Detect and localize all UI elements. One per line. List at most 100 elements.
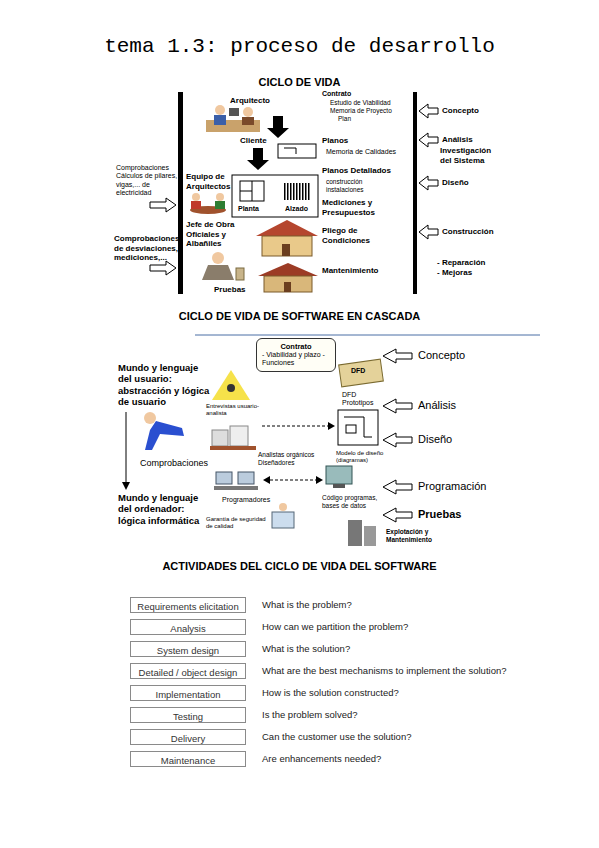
drawing-frame [232,175,318,217]
annotation-label: Planos Detallados [322,166,391,176]
annotation-label: Diseño [418,433,452,446]
level-arrow [122,412,130,490]
scroll-body: - Viabilidad y plazo - Funciones [262,351,330,368]
design-diagram [338,410,378,445]
annotation-label: Memoria de Proyecto [330,107,392,115]
contract-scroll: Contrato- Viabilidad y plazo - Funciones [256,338,336,372]
annotation-label: Investigación del Sistema [440,146,500,165]
activity-box: Implementation [130,685,246,701]
activity-box: Testing [130,707,246,723]
phase-arrow [419,104,438,239]
question-text: Are enhancements needed? [262,753,381,764]
dashed-arrow [262,426,328,427]
annotation-label: Programadores [222,496,270,504]
annotation-label: DFD [351,367,365,375]
annotation-label: Pliego de Condiciones [322,226,384,245]
phase-arrow [383,349,412,522]
question-text: How can we partition the problem? [262,621,408,632]
box-text: Testing [173,710,203,724]
plan-sheet [278,144,316,158]
drawing-frame [287,183,289,200]
box-text: Analysis [170,622,205,636]
interview-picture [212,370,250,400]
user-figure [145,421,184,450]
design-diagram [344,417,372,437]
interview-picture [212,370,250,400]
drawing-frame [240,191,252,192]
architect-client-picture [242,117,254,125]
drawing-frame [290,183,292,200]
house-picture [264,276,312,292]
house-picture [256,220,318,236]
flow-arrow [267,116,289,138]
annotation-label: Construcción [442,227,494,237]
check-arrow [150,198,176,212]
inspector-picture [202,265,234,280]
annotation-label: Entrevistas usuario-analista [206,403,266,417]
drawing-frame [296,183,298,200]
scroll-heading: Contrato [262,342,330,351]
dfd-book [339,359,384,387]
phase-arrow [419,133,438,147]
annotation-label: Diseño [442,178,469,188]
question-text: What is the problem? [262,599,352,610]
annotation-label: Mundo y lenguaje del ordenador: lógica i… [118,492,208,526]
inspector-picture [236,268,244,280]
annotation-label: Garantía de seguridad de calidad [206,516,266,530]
architects-team-picture [190,193,226,214]
computer-picture [333,484,345,488]
annotation-label: Pruebas [214,285,246,295]
annotation-label: Concepto [418,349,465,362]
architect-client-picture [243,107,253,117]
annotation-label: Equipo de Arquitectos [186,172,232,191]
annotation-label: Mediciones y Presupuestos [322,198,394,217]
annotation-label: Plan [338,115,351,123]
dashed-arrow [316,476,323,484]
question-text: What are the best mechanisms to implemen… [262,665,506,676]
dashed-arrow [328,422,335,430]
annotation-label: Análisis [442,135,473,145]
annotation-label: Mundo y lenguaje del usuario: abstracció… [118,362,210,408]
activity-box: System design [130,641,246,657]
annotation-label: Modelo de diseño (diagramas) [336,450,404,464]
programmers-picture [238,472,254,484]
architect-client-picture [215,105,225,115]
drawing-frame [284,183,286,200]
design-diagram [338,410,378,445]
architect-client-picture [229,108,239,116]
quality-picture [279,503,287,511]
phase-arrow [383,349,412,363]
architects-team-picture [192,193,200,201]
user-figure [144,412,156,424]
annotation-label: construcción [326,178,363,186]
activity-box: Maintenance [130,751,246,767]
annotation-label: DFD Prototipos [342,391,386,408]
analyst-desk [210,446,256,450]
house-picture [282,244,290,256]
box-text: System design [157,644,219,658]
drawing-frame [240,181,264,201]
level-arrow [126,412,127,483]
annotation-label: Estudio de Viabilidad [330,99,391,107]
architect-client-picture [214,115,226,125]
annotation-label: Jefe de Obra Oficiales y Albañiles [186,220,248,249]
house-picture [258,263,318,276]
question-text: Is the problem solved? [262,709,358,720]
box-text: Implementation [156,688,221,702]
drawing-frame [308,183,310,200]
design-diagram [346,425,356,433]
analyst-desk [230,426,248,446]
annotation-label: Comprobaciones Cálculos de pilares, viga… [116,164,180,198]
annotation-label: Programación [418,480,486,493]
annotation-label: Analistas orgánicos Diseñadores [258,451,320,467]
drawing-frame [302,183,304,200]
flow-arrow [247,148,269,170]
activity-box: Requirements elicitation [130,597,246,613]
phase-arrow [383,508,412,522]
activity-box: Detailed / object design [130,663,246,679]
annotation-label: Comprobaciones de desviaciones, medicion… [114,234,180,263]
annotation-label: Comprobaciones [140,458,208,469]
box-text: Detailed / object design [139,666,238,680]
